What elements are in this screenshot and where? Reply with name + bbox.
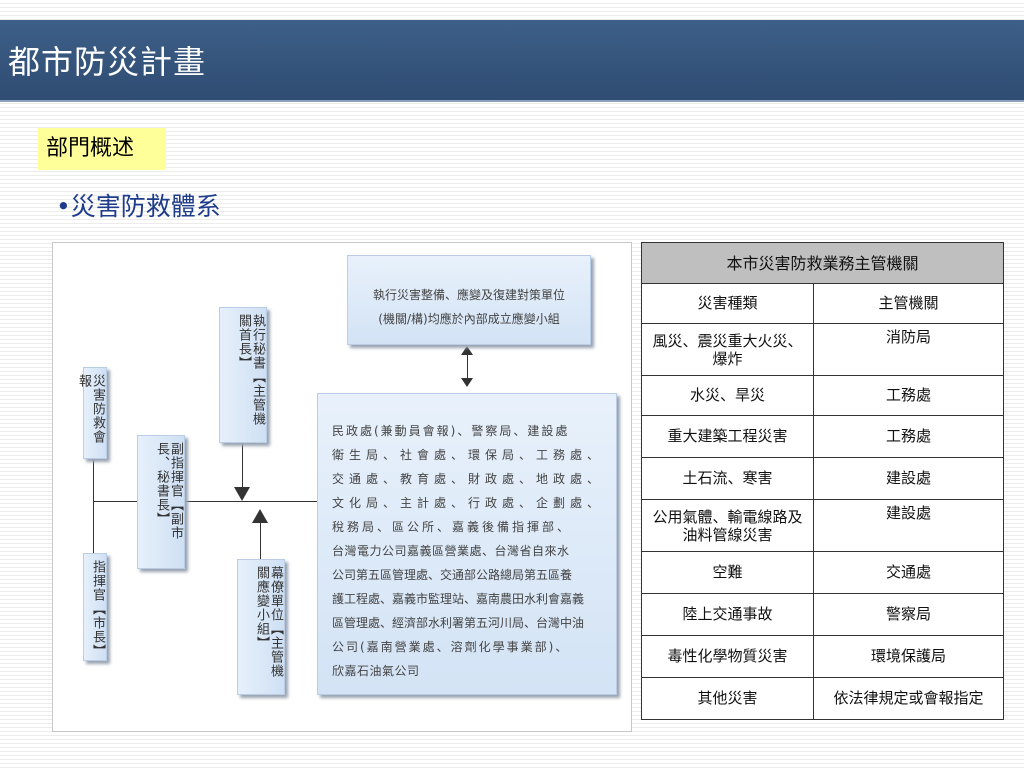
cell-agency: 工務處	[813, 375, 1004, 416]
table-row: 毒性化學物質災害 環境保護局	[641, 635, 1004, 678]
agency-table: 本市災害防救業務主管機關 災害種類 主管機關 風災、震災重大火災、爆炸 消防局 …	[641, 242, 1004, 720]
table-row: 風災、震災重大火災、爆炸 消防局	[641, 323, 1004, 376]
connector-main-horizontal	[93, 501, 317, 502]
arrow-down-icon	[234, 487, 250, 501]
cell-agency: 環境保護局	[813, 635, 1004, 678]
cell-agency: 建設處	[813, 457, 1004, 500]
member-agencies-line: 公司第五區管理處、交通部公路總局第五區養	[332, 568, 573, 582]
cell-agency: 警察局	[813, 593, 1004, 636]
table-row: 公用氣體、輸電線路及油料管線災害 建設處	[641, 499, 1004, 552]
disaster-council-box: 災害防救會報	[76, 367, 107, 459]
table-row: 陸上交通事故 警察局	[641, 593, 1004, 636]
table-title-row: 本市災害防救業務主管機關	[641, 242, 1004, 284]
connector-response-link	[467, 351, 468, 381]
cell-disaster-type: 公用氣體、輸電線路及油料管線災害	[641, 499, 814, 552]
cell-agency: 依法律規定或會報指定	[813, 677, 1004, 720]
cell-disaster-type: 土石流、寒害	[641, 457, 814, 500]
response-note-line-1: 執行災害整備、應變及復建對策單位	[372, 288, 565, 302]
deputy-commander-box: 副指揮官【副市長、秘書長】	[137, 435, 185, 569]
arrow-up-icon	[461, 346, 473, 355]
table-row: 土石流、寒害 建設處	[641, 457, 1004, 500]
member-agencies-line: 衛生局、社會處、環保局、工務處、	[332, 448, 605, 462]
header-disaster-type: 災害種類	[641, 283, 814, 324]
member-agencies-line: 護工程處、嘉義市監理站、嘉南農田水利會嘉義	[332, 592, 585, 606]
member-agencies-line: 台灣電力公司嘉義區營業處、台灣省自來水	[332, 544, 570, 558]
arrow-up-icon	[252, 509, 268, 523]
header-agency: 主管機關	[813, 283, 1004, 324]
staff-unit-box: 幕僚單位【主管機關應變小組】	[237, 559, 285, 695]
cell-agency: 消防局	[813, 323, 1004, 376]
member-agencies-line: 欣嘉石油氣公司	[332, 664, 420, 678]
connector-secretary-down	[242, 443, 243, 493]
response-units-note-box: 執行災害整備、應變及復建對策單位 (機關/構)均應於內部成立應變小組	[347, 255, 591, 345]
member-agencies-line: 交通處、教育處、財政處、地政處、	[332, 472, 605, 486]
cell-disaster-type: 毒性化學物質災害	[641, 635, 814, 678]
member-agencies-line: 民政處(兼動員會報)、警察局、建設處	[332, 424, 570, 438]
cell-agency: 交通處	[813, 551, 1004, 594]
table-title: 本市災害防救業務主管機關	[641, 242, 1004, 284]
bullet-heading: •災害防救體系	[56, 192, 221, 221]
organization-diagram: 災害防救會報 指揮官【市長】 副指揮官【副市長、秘書長】 執行秘書【主管機關首長…	[52, 242, 632, 732]
table-row: 空難 交通處	[641, 551, 1004, 594]
cell-disaster-type: 空難	[641, 551, 814, 594]
slide-title: 都市防災計畫	[8, 43, 207, 81]
cell-disaster-type: 其他災害	[641, 677, 814, 720]
member-agencies-line: 公司(嘉南營業處、溶劑化學事業部)、	[332, 640, 570, 654]
member-agencies-line: 文化局、主計處、行政處、企劃處、	[332, 496, 605, 510]
arrow-down-icon	[461, 378, 473, 387]
response-note-line-2: (機關/構)均應於內部成立應變小組	[378, 312, 560, 326]
member-agencies-line: 區管理處、經濟部水利署第五河川局、台灣中油	[332, 616, 585, 630]
section-tag: 部門概述	[38, 128, 166, 170]
table-header-row: 災害種類 主管機關	[641, 283, 1004, 324]
cell-disaster-type: 陸上交通事故	[641, 593, 814, 636]
table-row: 重大建築工程災害 工務處	[641, 415, 1004, 458]
title-bar: 都市防災計畫	[0, 20, 1024, 102]
member-agencies-line: 稅務局、區公所、嘉義後備指揮部、	[332, 520, 573, 534]
cell-agency: 工務處	[813, 415, 1004, 458]
executive-secretary-box: 執行秘書【主管機關首長】	[219, 307, 267, 443]
member-agencies-box: 民政處(兼動員會報)、警察局、建設處 衛生局、社會處、環保局、工務處、 交通處、…	[317, 393, 617, 695]
table-row: 水災、旱災 工務處	[641, 375, 1004, 416]
commander-box: 指揮官【市長】	[83, 553, 107, 661]
table-row: 其他災害 依法律規定或會報指定	[641, 677, 1004, 720]
connector-staff-up	[260, 521, 261, 559]
cell-disaster-type: 風災、震災重大火災、爆炸	[641, 323, 814, 376]
cell-disaster-type: 水災、旱災	[641, 375, 814, 416]
connector-council-commander	[93, 459, 94, 553]
cell-disaster-type: 重大建築工程災害	[641, 415, 814, 458]
cell-agency: 建設處	[813, 499, 1004, 552]
